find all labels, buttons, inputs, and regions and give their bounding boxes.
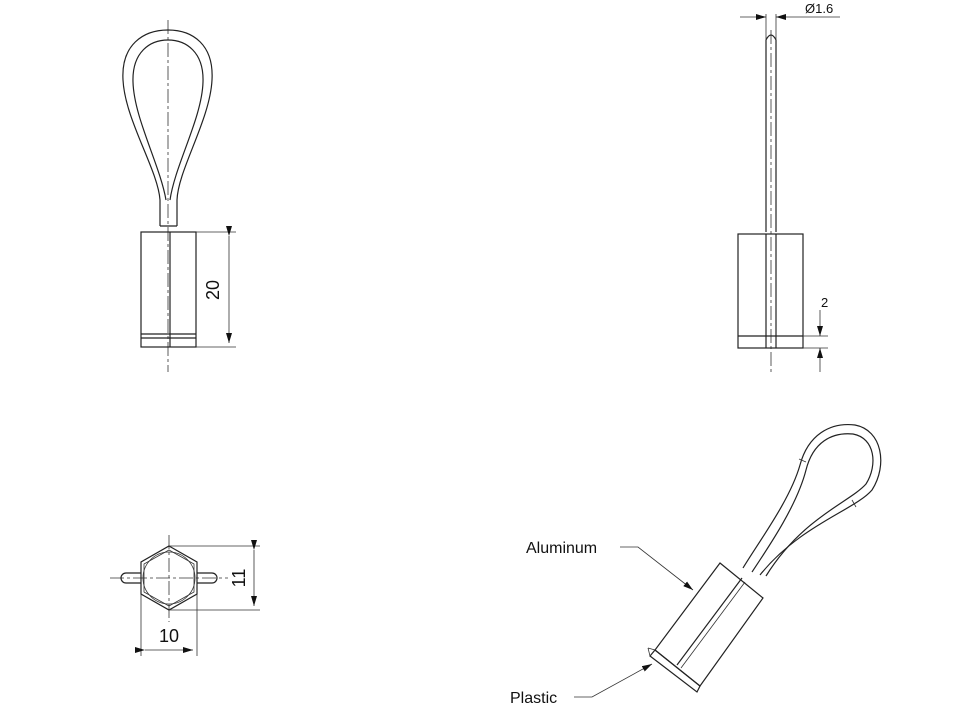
aluminum-body xyxy=(140,231,197,348)
front-view: 20 xyxy=(122,20,236,372)
side-view: Ø1.6 2 xyxy=(737,1,840,372)
callout-aluminum: Aluminum xyxy=(526,540,694,591)
wire-loop-iso-outer xyxy=(742,423,882,576)
wire-loop-iso-inner xyxy=(751,433,874,577)
aluminum-label: Aluminum xyxy=(526,540,597,557)
aluminum-leader xyxy=(620,546,694,591)
plastic-cap-iso xyxy=(649,649,701,693)
wire-loop-outer xyxy=(122,29,213,226)
wire-pin-left xyxy=(120,572,141,584)
diameter-label: Ø1.6 xyxy=(805,1,833,16)
plastic-label: Plastic xyxy=(510,690,557,707)
isometric-view xyxy=(647,423,882,693)
dimension-2-label: 2 xyxy=(821,295,828,310)
callout-plastic: Plastic xyxy=(510,663,653,707)
hex-view: 11 10 xyxy=(110,535,260,656)
aluminum-body-side xyxy=(737,233,804,349)
wire-pin-right xyxy=(197,572,218,584)
inner-circle xyxy=(142,551,196,605)
dimension-20-label: 20 xyxy=(203,280,223,300)
wire-loop-inner xyxy=(132,39,204,201)
plastic-leader xyxy=(574,663,653,698)
aluminum-body-iso xyxy=(654,562,764,687)
dimension-11-label: 11 xyxy=(229,569,249,588)
dimension-10-label: 10 xyxy=(159,626,179,646)
